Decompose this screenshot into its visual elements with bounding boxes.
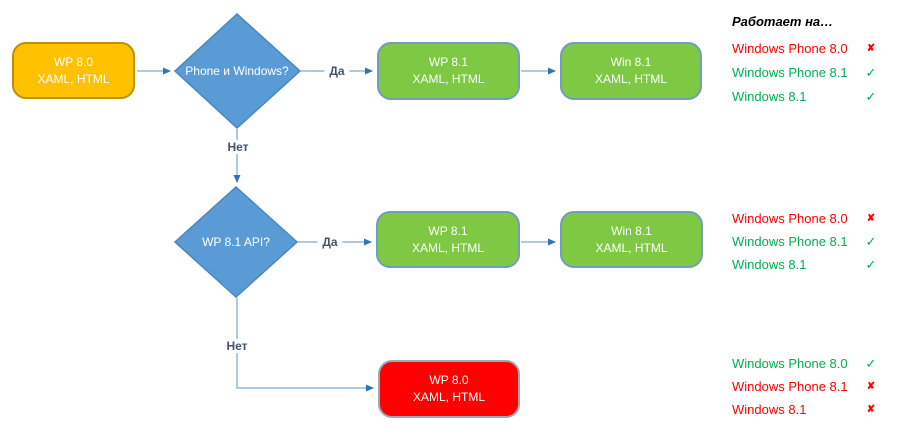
node-wp81-mid-line2: XAML, HTML bbox=[411, 240, 484, 255]
node-fallback-line2: XAML, HTML bbox=[412, 390, 485, 404]
decision2-diamond bbox=[173, 185, 299, 299]
connector-decision2-no bbox=[236, 298, 374, 392]
node-win81-top-line1: Win 8.1 bbox=[610, 55, 652, 69]
legend-item-label: Windows Phone 8.0 bbox=[732, 356, 848, 371]
node-wp81-mid-line1: WP 8.1 bbox=[428, 223, 468, 238]
legend-item-label: Windows Phone 8.1 bbox=[732, 65, 848, 80]
legend-item-mark: ✘ bbox=[866, 43, 876, 54]
legend-item: Windows Phone 8.0 ✓ bbox=[732, 355, 882, 372]
legend-item: Windows 8.1 ✘ bbox=[732, 402, 882, 417]
edge-label-no1: Нет bbox=[222, 140, 254, 154]
node-wp81-mid: WP 8.1 XAML, HTML bbox=[376, 211, 520, 268]
legend-item: Windows Phone 8.1 ✓ bbox=[732, 233, 882, 250]
legend-item: Windows Phone 8.1 ✘ bbox=[732, 379, 882, 394]
legend-item: Windows Phone 8.1 ✓ bbox=[732, 64, 882, 81]
node-start-line2: XAML, HTML bbox=[37, 71, 110, 86]
legend-item-mark: ✘ bbox=[866, 404, 876, 415]
node-win81-mid-line2: XAML, HTML bbox=[595, 240, 668, 255]
node-win81-mid-line1: Win 8.1 bbox=[611, 223, 652, 238]
legend-item-label: Windows Phone 8.0 bbox=[732, 211, 848, 226]
edge-label-yes2: Да bbox=[317, 235, 343, 249]
legend-item: Windows Phone 8.0 ✘ bbox=[732, 41, 882, 56]
legend-item-label: Windows Phone 8.1 bbox=[732, 234, 848, 249]
decision1-diamond bbox=[173, 12, 302, 130]
node-fallback-wp80: WP 8.0 XAML, HTML bbox=[378, 360, 520, 418]
legend-item-label: Windows Phone 8.0 bbox=[732, 41, 848, 56]
legend-item: Windows 8.1 ✓ bbox=[732, 256, 882, 273]
legend-item-mark: ✓ bbox=[865, 64, 877, 80]
legend-item-mark: ✓ bbox=[865, 256, 877, 272]
node-wp81-top-line2: XAML, HTML bbox=[412, 72, 485, 86]
edge-label-yes1: Да bbox=[324, 64, 350, 78]
legend-item: Windows 8.1 ✓ bbox=[732, 88, 882, 105]
legend-item-mark: ✓ bbox=[865, 233, 877, 249]
node-start-line1: WP 8.0 bbox=[53, 54, 94, 69]
node-win81-top: Win 8.1 XAML, HTML bbox=[560, 42, 702, 100]
legend-item-mark: ✓ bbox=[865, 355, 877, 371]
node-fallback-line1: WP 8.0 bbox=[429, 373, 469, 387]
legend-item-label: Windows 8.1 bbox=[732, 89, 807, 104]
node-wp81-top: WP 8.1 XAML, HTML bbox=[377, 42, 520, 100]
node-win81-top-line2: XAML, HTML bbox=[594, 72, 667, 86]
legend-header: Работает на… bbox=[732, 14, 834, 29]
node-start-wp80: WP 8.0 XAML, HTML bbox=[12, 42, 135, 99]
legend-item-label: Windows Phone 8.1 bbox=[732, 379, 848, 394]
edge-label-no2: Нет bbox=[221, 339, 253, 353]
legend-item-mark: ✓ bbox=[865, 88, 877, 104]
node-win81-mid: Win 8.1 XAML, HTML bbox=[560, 211, 703, 268]
legend-item-mark: ✘ bbox=[866, 213, 876, 224]
legend-item-label: Windows 8.1 bbox=[732, 402, 807, 417]
node-wp81-top-line1: WP 8.1 bbox=[428, 55, 469, 69]
legend-item: Windows Phone 8.0 ✘ bbox=[732, 211, 882, 226]
legend-item-label: Windows 8.1 bbox=[732, 257, 807, 272]
legend-item-mark: ✘ bbox=[866, 381, 876, 392]
